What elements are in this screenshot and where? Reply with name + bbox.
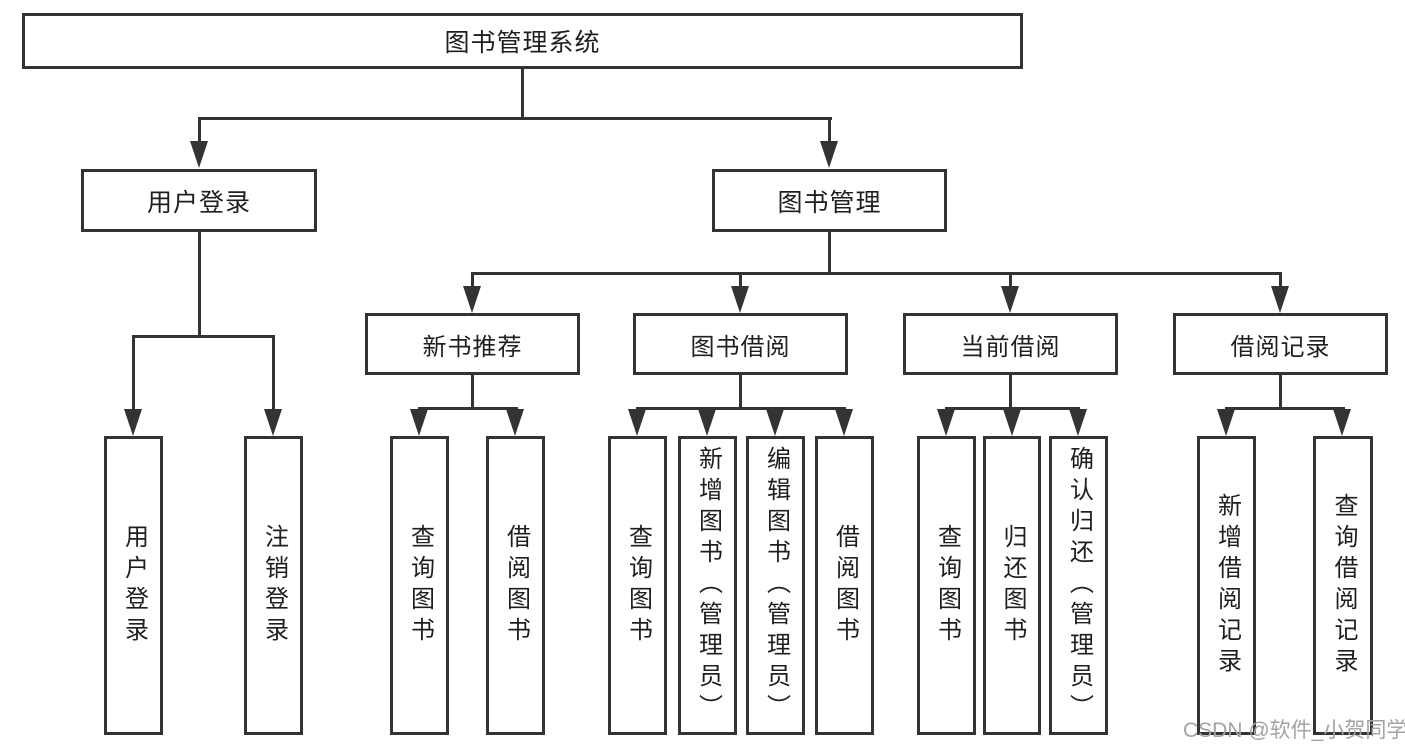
leaf-current-query-book: 查询图书 xyxy=(917,436,976,735)
connector-user-login-branch xyxy=(132,335,275,338)
leaf-current-query-book-label: 查询图书 xyxy=(933,523,961,648)
arrowhead-down-icon xyxy=(410,409,428,436)
leaf-borrow-borrow-book-label: 借阅图书 xyxy=(831,523,859,648)
leaf-borrow-query-book: 查询图书 xyxy=(608,436,667,735)
node-book-management: 图书管理 xyxy=(712,169,947,232)
leaf-current-confirm-return: 确认归还（管理员） xyxy=(1049,436,1108,735)
connector-rec-branch xyxy=(418,407,518,410)
watermark-text: CSDN @软件_小贺同学 xyxy=(1183,719,1405,742)
connector-user-login-stem xyxy=(198,232,201,338)
leaf-logout-label: 注销登录 xyxy=(260,523,288,648)
connector-current-branch xyxy=(945,407,1080,410)
connector-level3-branch xyxy=(471,272,1282,275)
node-book-management-label: 图书管理 xyxy=(777,188,882,217)
leaf-records-add: 新增借阅记录 xyxy=(1197,436,1256,735)
connector-borrow-stem xyxy=(739,375,742,410)
arrowhead-down-icon xyxy=(1001,286,1019,313)
connector-drop-login xyxy=(132,335,135,411)
connector-records-stem xyxy=(1279,375,1282,410)
leaf-borrow-add-book-label: 新增图书（管理员） xyxy=(694,446,722,725)
arrowhead-down-icon xyxy=(190,141,208,168)
arrowhead-down-icon xyxy=(264,409,282,436)
connector-rec-stem xyxy=(471,375,474,410)
arrowhead-down-icon xyxy=(731,286,749,313)
node-borrow-records: 借阅记录 xyxy=(1173,313,1388,375)
connector-drop-current-borrow xyxy=(1009,272,1012,288)
connector-drop-logout xyxy=(272,335,275,411)
leaf-current-return-book: 归还图书 xyxy=(983,436,1041,735)
node-book-borrow-label: 图书借阅 xyxy=(690,333,791,361)
leaf-user-login: 用户登录 xyxy=(104,436,163,735)
connector-current-stem xyxy=(1009,375,1012,410)
arrowhead-down-icon xyxy=(1333,409,1351,436)
arrowhead-down-icon xyxy=(124,409,142,436)
node-book-borrow: 图书借阅 xyxy=(633,313,848,375)
leaf-records-add-label: 新增借阅记录 xyxy=(1213,492,1241,679)
arrowhead-down-icon xyxy=(937,409,955,436)
node-borrow-records-label: 借阅记录 xyxy=(1230,333,1331,361)
arrowhead-down-icon xyxy=(1003,409,1021,436)
connector-drop-book-borrow xyxy=(739,272,742,288)
node-new-book-recommend-label: 新书推荐 xyxy=(422,333,523,361)
leaf-records-query: 查询借阅记录 xyxy=(1313,436,1373,735)
leaf-borrow-query-book-label: 查询图书 xyxy=(624,523,652,648)
node-new-book-recommend: 新书推荐 xyxy=(365,313,580,375)
connector-records-branch xyxy=(1225,407,1345,410)
connector-drop-borrow-records xyxy=(1279,272,1282,288)
leaf-borrow-borrow-book: 借阅图书 xyxy=(815,436,874,735)
leaf-rec-query-book: 查询图书 xyxy=(390,436,449,735)
leaf-rec-borrow-book: 借阅图书 xyxy=(486,436,545,735)
arrowhead-down-icon xyxy=(506,409,524,436)
node-user-login-label: 用户登录 xyxy=(146,188,251,217)
arrowhead-down-icon xyxy=(820,141,838,168)
connector-borrow-branch xyxy=(636,407,846,410)
arrowhead-down-icon xyxy=(698,409,716,436)
connector-drop-user-login xyxy=(198,117,201,145)
arrowhead-down-icon xyxy=(835,409,853,436)
leaf-current-return-book-label: 归还图书 xyxy=(999,523,1026,648)
leaf-logout: 注销登录 xyxy=(244,436,303,735)
arrowhead-down-icon xyxy=(463,286,481,313)
connector-root-stem xyxy=(521,69,524,119)
node-root-label: 图书管理系统 xyxy=(444,29,601,57)
leaf-borrow-add-book: 新增图书（管理员） xyxy=(678,436,737,735)
leaf-current-confirm-return-label: 确认归还（管理员） xyxy=(1065,446,1093,725)
connector-book-mgmt-stem xyxy=(828,232,831,275)
arrowhead-down-icon xyxy=(1271,286,1289,313)
leaf-rec-borrow-book-label: 借阅图书 xyxy=(502,523,530,648)
leaf-rec-query-book-label: 查询图书 xyxy=(406,523,434,648)
node-root: 图书管理系统 xyxy=(22,13,1023,69)
arrowhead-down-icon xyxy=(1217,409,1235,436)
leaf-records-query-label: 查询借阅记录 xyxy=(1330,492,1357,679)
node-user-login: 用户登录 xyxy=(81,169,317,232)
leaf-borrow-edit-book: 编辑图书（管理员） xyxy=(746,436,805,735)
connector-level2-branch xyxy=(198,117,832,120)
connector-drop-new-book-rec xyxy=(471,272,474,288)
arrowhead-down-icon xyxy=(766,409,784,436)
leaf-borrow-edit-book-label: 编辑图书（管理员） xyxy=(762,446,790,725)
arrowhead-down-icon xyxy=(1069,409,1087,436)
arrowhead-down-icon xyxy=(628,409,646,436)
connector-drop-book-mgmt xyxy=(828,117,831,145)
leaf-user-login-label: 用户登录 xyxy=(120,523,148,648)
node-current-borrow-label: 当前借阅 xyxy=(960,333,1061,361)
node-current-borrow: 当前借阅 xyxy=(903,313,1118,375)
